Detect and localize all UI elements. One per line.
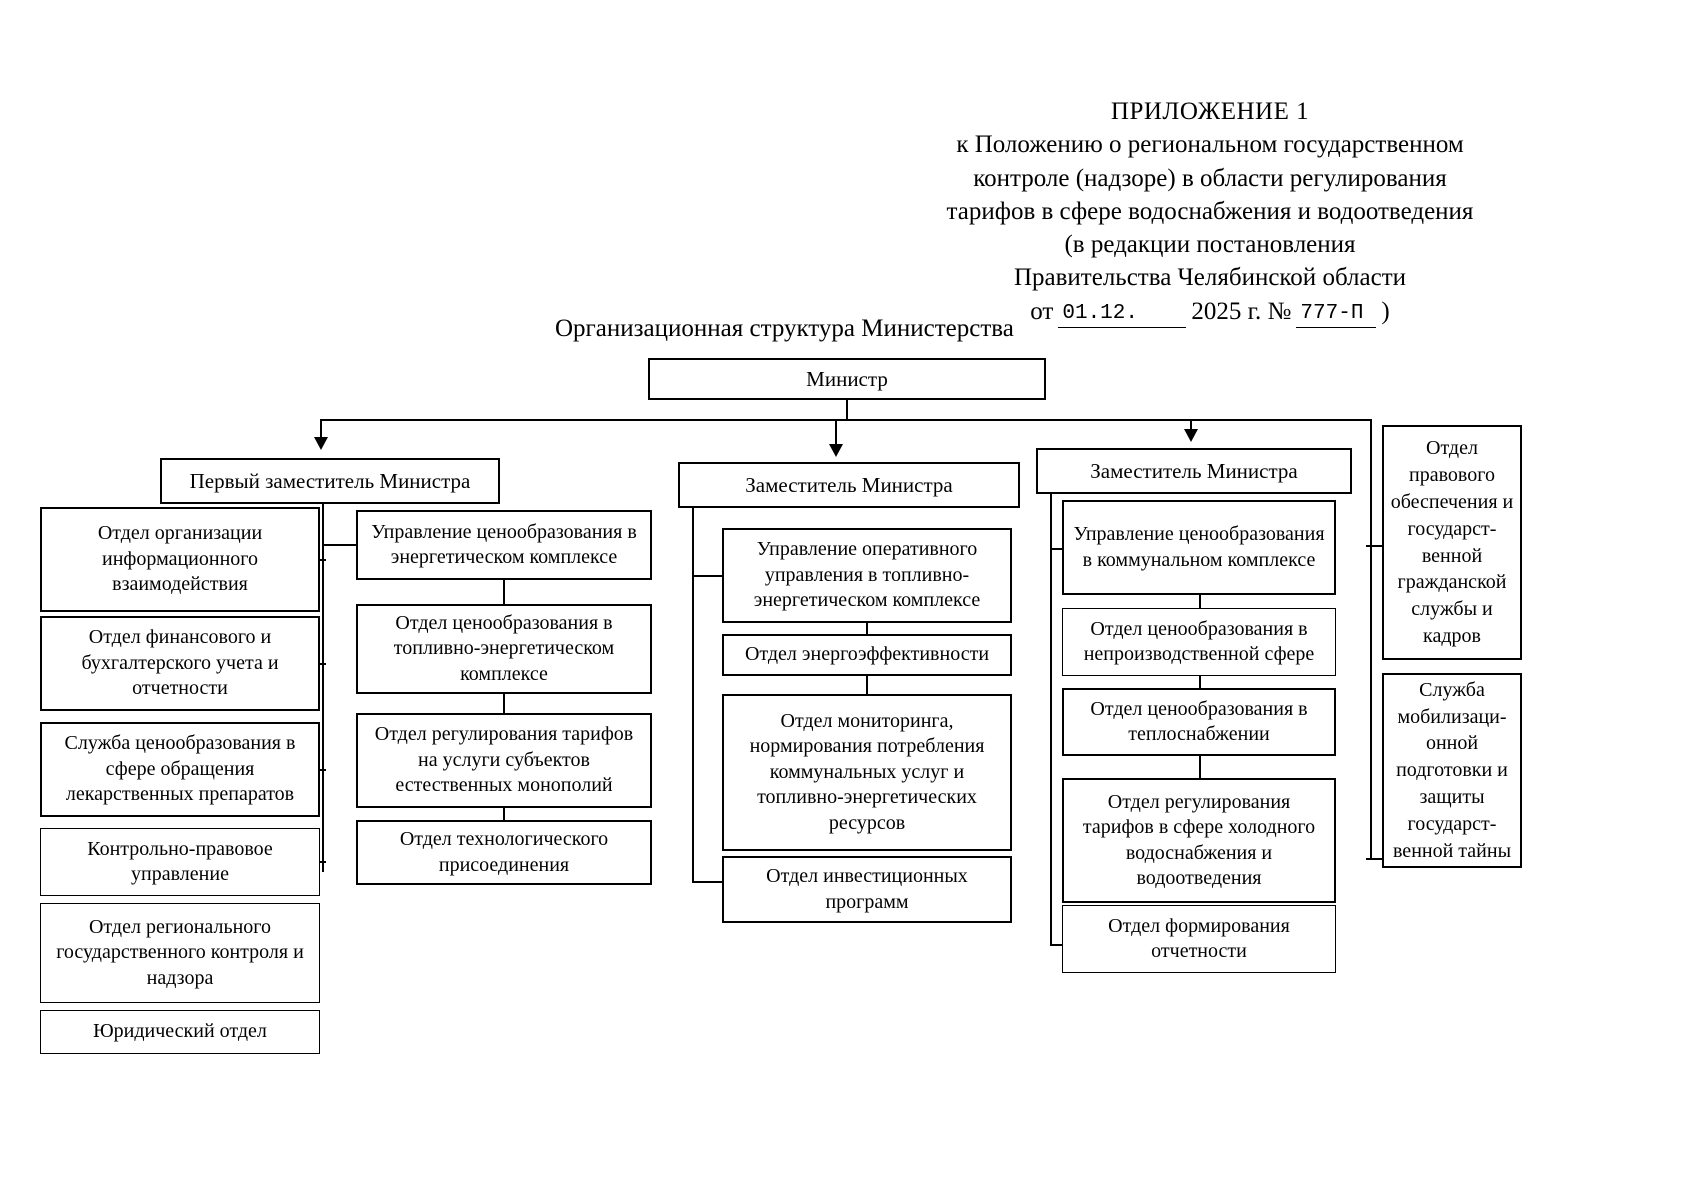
connector-bus-to-first-deputy <box>320 419 322 439</box>
header-line-5: (в редакции постановления <box>1064 231 1356 258</box>
closing-paren: ) <box>1381 297 1390 325</box>
box-dept-finance-accounting: Отдел финансового и бухгалтерского учета… <box>40 616 320 711</box>
connector-first-deputy-spine <box>322 504 324 872</box>
arrow-deputy-3 <box>1184 429 1198 442</box>
connector-r2-r3 <box>1199 676 1201 688</box>
box-pricing-energy-complex: Управление ценообразования в энергетичес… <box>356 510 652 580</box>
connector-tick-l4 <box>318 861 326 863</box>
header-line-2: к Положению о региональном государственн… <box>956 131 1464 159</box>
box-pricing-communal-complex: Управление ценообразования в коммунально… <box>1062 500 1336 595</box>
box-dept-regional-state-control: Отдел регионального государственного кон… <box>40 903 320 1003</box>
connector-right-leg-to-f2 <box>1366 858 1386 860</box>
header-line-3: контроле (надзоре) в области регулирован… <box>973 164 1447 192</box>
connector-deputy-3-spine <box>1050 494 1052 946</box>
header-line-4: тарифов в сфере водоснабжения и водоотве… <box>946 197 1474 225</box>
connector-bus-to-deputy-3 <box>1190 419 1192 431</box>
box-dept-investment-programs: Отдел инвестиционных программ <box>722 856 1012 923</box>
connector-m2-m3 <box>866 676 868 694</box>
box-service-mobilization-secrecy: Служба мобилизаци-онной подготовки и защ… <box>1382 673 1522 868</box>
box-dept-pricing-nonproductive: Отдел ценообразования в непроизводственн… <box>1062 608 1336 676</box>
box-service-pricing-medicines: Служба ценообразования в сфере обращения… <box>40 722 320 817</box>
box-dept-energy-efficiency: Отдел энергоэффективности <box>722 634 1012 676</box>
connector-tick-l1 <box>318 559 326 561</box>
year-label: 2025 г. № <box>1191 297 1292 325</box>
connector-deputy-2-spine <box>692 508 694 883</box>
box-dept-tariff-cold-water: Отдел регулирования тарифов в сфере холо… <box>1062 778 1336 903</box>
connector-c1-c2 <box>503 580 505 604</box>
arrow-first-deputy <box>314 437 328 450</box>
document-date-row: от 01.12. 2025 г. № 777-П ) <box>900 295 1520 328</box>
connector-root-stub <box>846 400 848 420</box>
chart-title: Организационная структура Министерства <box>555 315 1014 342</box>
connector-bus-right-leg <box>1370 419 1372 860</box>
connector-spine-to-c1 <box>322 544 358 546</box>
document-number-field: 777-П <box>1296 302 1377 328</box>
arrow-deputy-2 <box>829 444 843 457</box>
connector-spine-to-m4 <box>692 881 726 883</box>
header-line-6: Правительства Челябинской области <box>1013 264 1407 292</box>
box-dept-tariff-regulation-monopolies: Отдел регулирования тарифов на услуги су… <box>356 713 652 808</box>
connector-bus-to-deputy-2 <box>835 419 837 446</box>
connector-spine-to-r5 <box>1050 944 1066 946</box>
connector-tick-l2 <box>318 663 326 665</box>
connector-r3-r4 <box>1199 756 1201 778</box>
box-operational-mgmt-fuel-energy: Управление оперативного управления в топ… <box>722 528 1012 623</box>
connector-spine-to-m1 <box>692 575 726 577</box>
connector-c2-c3 <box>503 694 505 713</box>
document-header: ПРИЛОЖЕНИЕ 1 к Положению о региональном … <box>900 95 1520 328</box>
connector-bus <box>320 419 1372 421</box>
date-prefix-label: от <box>1030 297 1054 325</box>
box-dept-info-interaction: Отдел организации информационного взаимо… <box>40 507 320 612</box>
box-dept-reporting-formation: Отдел формирования отчетности <box>1062 905 1336 973</box>
connector-right-leg-to-f1 <box>1366 545 1386 547</box>
connector-spine-to-r1 <box>1050 548 1066 550</box>
box-deputy-minister-3: Заместитель Министра <box>1036 448 1352 494</box>
box-first-deputy-minister: Первый заместитель Министра <box>160 458 500 504</box>
appendix-title: ПРИЛОЖЕНИЕ 1 <box>1110 98 1310 125</box>
box-dept-pricing-fuel-energy: Отдел ценообразования в топливно-энергет… <box>356 604 652 694</box>
box-legal-department: Юридический отдел <box>40 1010 320 1054</box>
box-dept-pricing-heat-supply: Отдел ценообразования в теплоснабжении <box>1062 688 1336 756</box>
connector-c3-c4 <box>503 808 505 820</box>
connector-tick-l3 <box>318 769 326 771</box>
box-dept-legal-support-civil-service: Отдел правового обеспечения и государст-… <box>1382 425 1522 660</box>
box-dept-technological-connection: Отдел технологического присоединения <box>356 820 652 885</box>
box-minister: Министр <box>648 358 1046 400</box>
box-control-legal-administration: Контрольно-правовое управление <box>40 828 320 896</box>
box-deputy-minister-2: Заместитель Министра <box>678 462 1020 508</box>
connector-r1-r2 <box>1199 595 1201 608</box>
box-dept-monitoring-rationing: Отдел мониторинга, нормирования потребле… <box>722 694 1012 851</box>
date-value-field: 01.12. <box>1058 302 1187 328</box>
connector-m1-m2 <box>866 623 868 634</box>
